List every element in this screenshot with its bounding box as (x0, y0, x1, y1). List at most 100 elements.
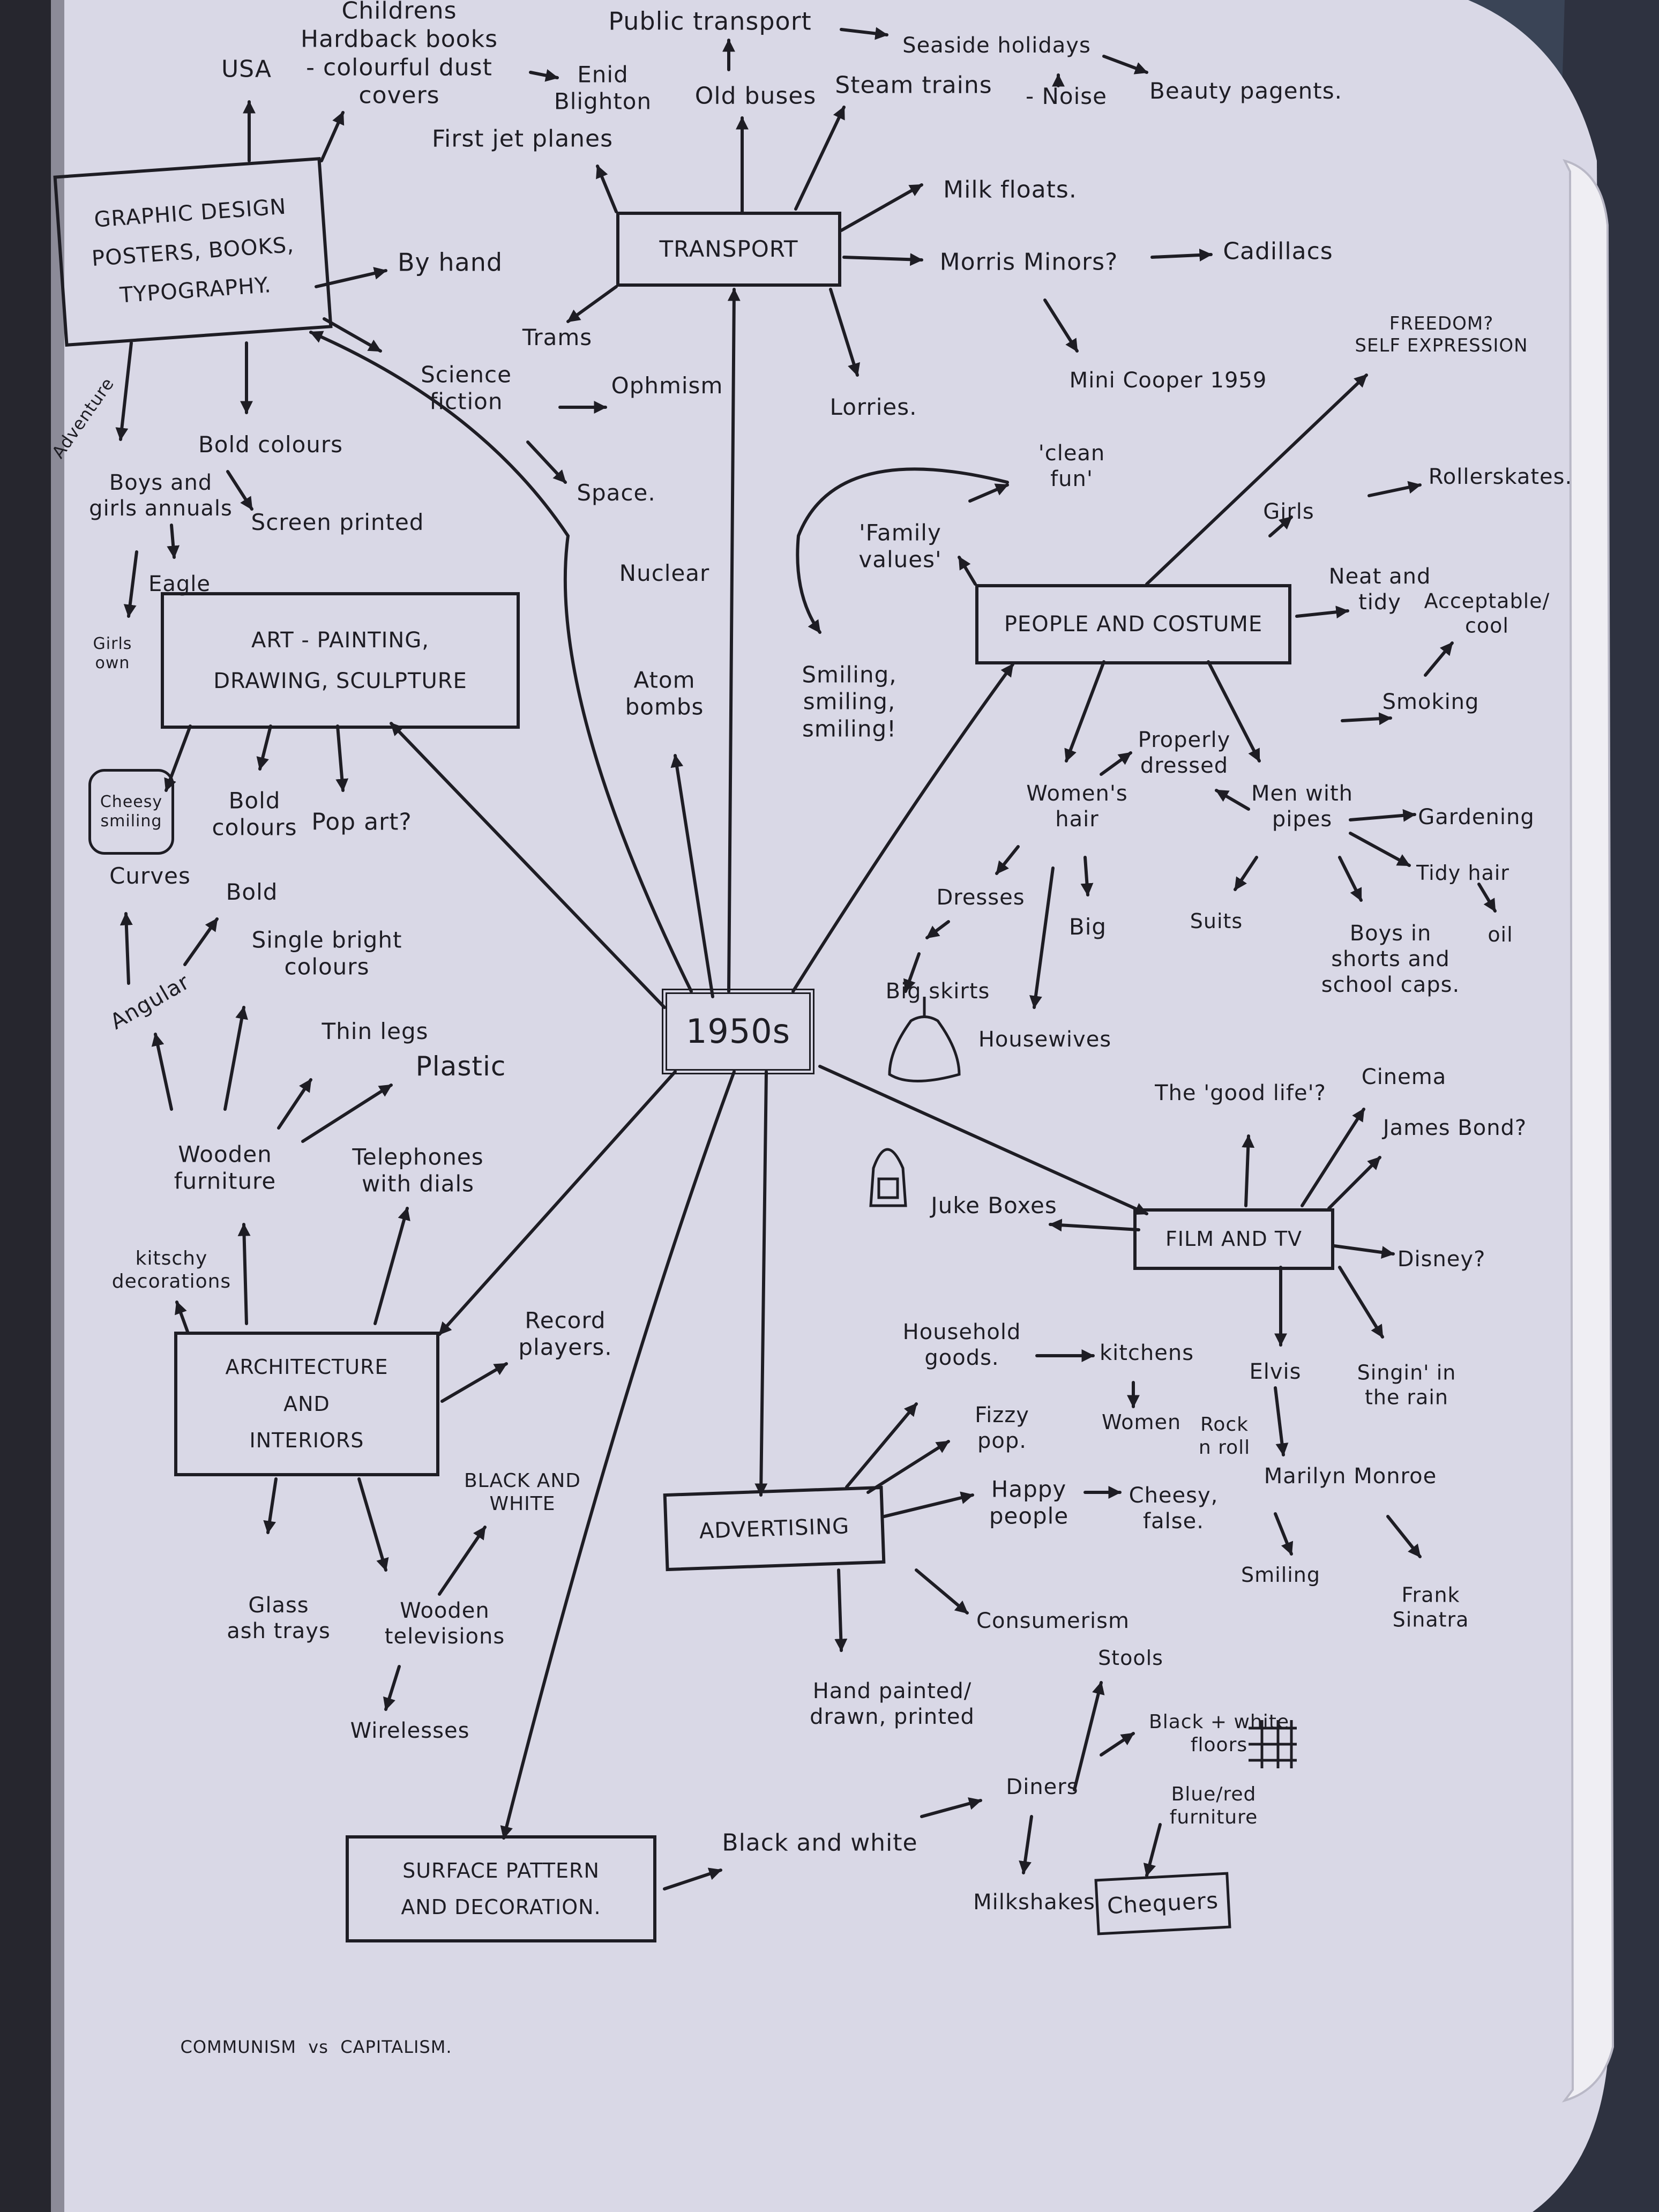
note-usa: USA (221, 55, 272, 83)
note-dresses: Dresses (936, 885, 1025, 910)
note-beauty-pageants: Beauty pagents. (1149, 77, 1342, 104)
note-bold-colours-art: Bold colours (212, 787, 297, 841)
note-screen-printed: Screen printed (251, 509, 424, 535)
note-gardening: Gardening (1418, 805, 1535, 829)
note-juke-boxes: Juke Boxes (931, 1192, 1057, 1219)
note-chequers: Chequers (1106, 1887, 1220, 1919)
note-happy-people: Happy people (989, 1476, 1069, 1529)
note-mini-cooper: Mini Cooper 1959 (1069, 368, 1267, 393)
note-men-pipes: Men with pipes (1251, 781, 1354, 832)
note-enid-blighton: Enid Blighton (554, 61, 652, 115)
note-kitchens: kitchens (1099, 1341, 1194, 1365)
note-pop-art: Pop art? (311, 808, 412, 836)
note-smiling3: Smiling, smiling, smiling! (802, 661, 897, 742)
note-morris-minors: Morris Minors? (939, 248, 1118, 276)
note-adventure: Adventure (48, 373, 118, 462)
topic-architecture: ARCHITECTURE AND INTERIORS (174, 1332, 439, 1476)
note-childrens-books: Childrens Hardback books - colourful dus… (300, 0, 498, 109)
note-james-bond: James Bond? (1382, 1116, 1527, 1140)
note-household-goods: Household goods. (902, 1320, 1021, 1370)
note-blue-red: Blue/red furniture (1169, 1783, 1258, 1828)
note-bold-colours-gd: Bold colours (198, 431, 343, 458)
note-diners: Diners (1006, 1775, 1079, 1799)
note-smiling: Smiling (1240, 1563, 1321, 1587)
note-lorries: Lorries. (829, 393, 917, 420)
note-steam-trains: Steam trains (835, 71, 992, 99)
note-rollerskates: Rollerskates. (1428, 465, 1573, 489)
note-stools: Stools (1098, 1646, 1163, 1670)
topic-people-costume: PEOPLE AND COSTUME (975, 584, 1291, 664)
note-acceptable-cool: Acceptable/ cool (1424, 589, 1550, 637)
note-girls-own: Girls own (93, 634, 132, 672)
note-communism: COMMUNISM vs CAPITALISM. (180, 2036, 452, 2057)
note-seaside-holidays: Seaside holidays (902, 33, 1091, 58)
note-public-transport: Public transport (608, 6, 812, 36)
note-first-jet-planes: First jet planes (431, 125, 614, 153)
note-big-skirts: Big skirts (885, 979, 990, 1004)
note-bw-floors: Black + white floors (1149, 1710, 1289, 1756)
note-freedom: FREEDOM? SELF EXPRESSION (1355, 313, 1528, 356)
note-single-bright: Single bright colours (251, 926, 402, 980)
note-wooden-furniture: Wooden furniture (174, 1141, 276, 1194)
topic-film-tv: FILM AND TV (1133, 1208, 1334, 1270)
note-disney: Disney? (1397, 1247, 1486, 1272)
note-milk-floats: Milk floats. (943, 176, 1077, 204)
note-milkshakes: Milkshakes (973, 1890, 1095, 1915)
topic-art: ART - PAINTING, DRAWING, SCULPTURE (161, 592, 520, 729)
note-boys-girls-annuals: Boys and girls annuals (89, 470, 233, 521)
note-bold-art: Bold (226, 878, 278, 905)
note-cheesy-false: Cheesy, false. (1129, 1483, 1219, 1534)
note-science-fiction: Science fiction (421, 361, 512, 415)
note-cinema: Cinema (1361, 1065, 1447, 1089)
note-clean-fun: 'clean fun' (1038, 441, 1105, 491)
note-women: Women (1101, 1410, 1182, 1434)
note-nuclear: Nuclear (619, 559, 710, 586)
note-kitschy: kitschy decorations (111, 1247, 231, 1292)
note-consumerism: Consumerism (976, 1609, 1130, 1633)
topic-transport: TRANSPORT (616, 212, 841, 287)
note-record-players: Record players. (518, 1307, 612, 1361)
note-glass-ash: Glass ash trays (227, 1593, 331, 1643)
notebook-spine (0, 0, 51, 2212)
note-wooden-tv: Wooden televisions (384, 1598, 505, 1649)
note-chequers-box: Chequers (1094, 1872, 1231, 1935)
note-telephones: Telephones with dials (352, 1144, 484, 1197)
note-wirelesses: Wirelesses (350, 1718, 470, 1743)
note-cheesy-smiling: Cheesy smiling (100, 793, 163, 831)
note-singin: Singin' in the rain (1357, 1361, 1456, 1409)
note-eagle: Eagle (148, 572, 211, 596)
note-space: Space. (577, 479, 656, 506)
note-family-values: 'Family values' (858, 519, 942, 573)
topic-surface-pattern: SURFACE PATTERN AND DECORATION. (346, 1835, 656, 1942)
note-hand-painted: Hand painted/ drawn, printed (810, 1679, 975, 1729)
note-angular: Angular (106, 969, 194, 1035)
note-by-hand: By hand (397, 248, 503, 277)
note-housewives: Housewives (978, 1027, 1112, 1052)
note-smoking: Smoking (1382, 690, 1479, 714)
note-oil: oil (1488, 923, 1513, 947)
note-plastic: Plastic (415, 1051, 506, 1082)
note-old-buses: Old buses (694, 82, 817, 110)
note-suits: Suits (1190, 909, 1243, 933)
note-marilyn: Marilyn Monroe (1264, 1464, 1437, 1489)
note-trams: Trams (522, 324, 593, 350)
center-topic: 1950s (685, 1011, 791, 1051)
note-womens-hair: Women's hair (1026, 781, 1128, 832)
note-cheesy-smiling-box: Cheesy smiling (88, 769, 174, 855)
note-good-life: The 'good life'? (1155, 1081, 1326, 1105)
note-thin-legs: Thin legs (322, 1018, 429, 1044)
note-frank-sinatra: Frank Sinatra (1392, 1583, 1469, 1631)
note-cadillacs: Cadillacs (1223, 237, 1333, 265)
note-big: Big (1068, 913, 1107, 940)
note-noise: - Noise (1025, 83, 1108, 109)
note-atom-bombs: Atom bombs (625, 667, 704, 720)
center-topic-box: 1950s (662, 989, 814, 1074)
note-black-white-tv: BLACK AND WHITE (464, 1469, 581, 1515)
note-curves: Curves (109, 862, 191, 889)
topic-graphic-design: GRAPHIC DESIGN POSTERS, BOOKS, TYPOGRAPH… (53, 156, 333, 347)
topic-advertising: ADVERTISING (663, 1485, 886, 1572)
note-properly-dressed: Properly dressed (1138, 728, 1231, 778)
note-fizzy-pop: Fizzy pop. (975, 1403, 1029, 1453)
note-tidy-hair: Tidy hair (1416, 861, 1509, 885)
note-rock-roll: Rock n roll (1198, 1413, 1251, 1459)
